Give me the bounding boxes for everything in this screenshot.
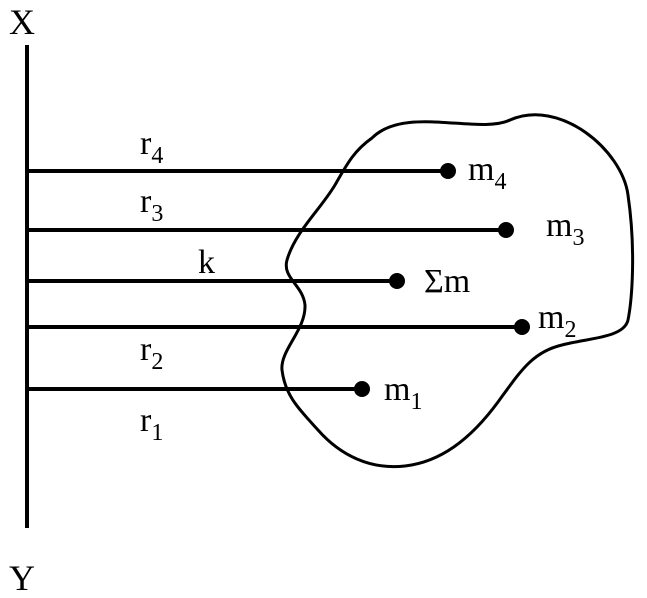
mass-point-m2 [514, 319, 530, 335]
mass-point-m1 [354, 381, 370, 397]
body-outline [280, 113, 635, 469]
mass-label-total: Σm [424, 263, 470, 300]
arm-label-r4: r4 [140, 125, 163, 169]
arm-label-r1: r1 [140, 402, 163, 446]
mass-point-m3 [498, 222, 514, 238]
axis-top-label: X [9, 2, 35, 42]
arm-label-k: k [198, 244, 215, 281]
arm-label-r3: r3 [140, 183, 163, 227]
mass-label-m4: m4 [468, 151, 506, 195]
arm-label-r2: r2 [140, 331, 163, 375]
mass-label-m2: m2 [538, 299, 576, 343]
mass-label-m1: m1 [384, 371, 422, 415]
mass-point-m4 [440, 163, 456, 179]
mass-label-m3: m3 [546, 207, 584, 251]
mass-point-total [389, 273, 405, 289]
axis-bottom-label: Y [9, 558, 35, 598]
